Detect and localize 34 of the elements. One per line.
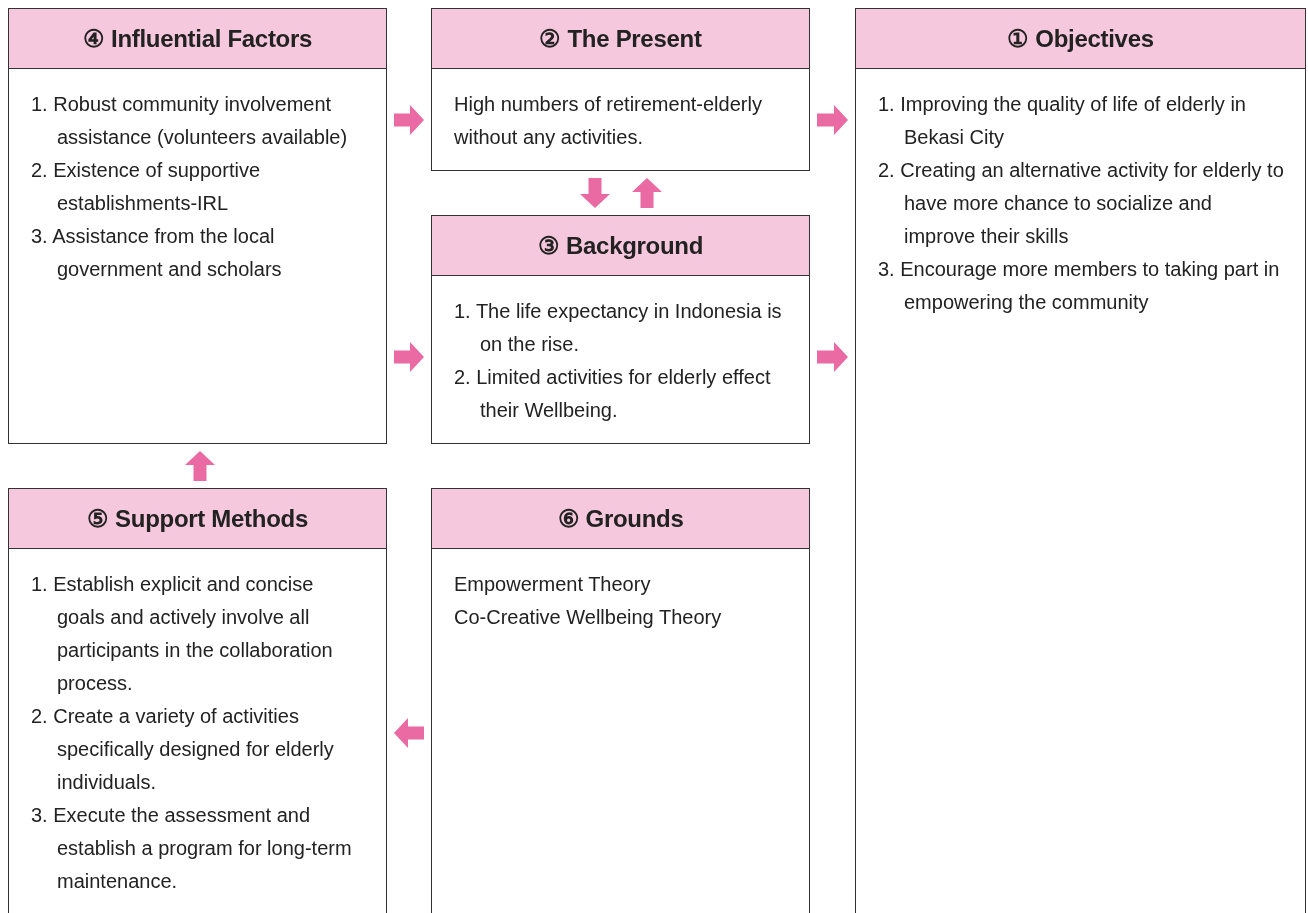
block-arrow	[817, 342, 848, 372]
block-arrow	[632, 178, 662, 208]
box-header: ⑥ Grounds	[432, 489, 809, 549]
box-header: ⑤ Support Methods	[9, 489, 386, 549]
list-item: 3. Execute the assessment and establish a program for long-term maintenance.	[31, 803, 353, 894]
content-box	[431, 215, 810, 444]
content-box	[431, 488, 810, 913]
block-arrow	[580, 178, 610, 208]
box-header: ③ Background	[432, 216, 809, 276]
block-arrow	[394, 342, 424, 372]
list-item: 3. Encourage more members to taking part in empowering the community	[878, 257, 1281, 315]
list-item: 2. Creating an alternative activity for elderly to have more chance to socialize and improve their skills	[878, 158, 1285, 249]
block-arrow	[817, 105, 848, 135]
list-item: 1. The life expectancy in Indonesia is on the rise.	[454, 299, 783, 357]
list-item: 3. Assistance from the local government and scholars	[31, 224, 283, 282]
list-item: 1. Robust community involvement assistance (volunteers available)	[31, 92, 349, 150]
list-item: 1. Improving the quality of life of elderly in Bekasi City	[878, 92, 1247, 150]
content-box	[8, 8, 387, 444]
list-item: 2. Limited activities for elderly effect their Wellbeing.	[454, 365, 772, 423]
box-header: ② The Present	[432, 9, 809, 69]
body-text: High numbers of retirement-elderly without any activities.	[454, 92, 763, 150]
box-header: ① Objectives	[856, 9, 1305, 69]
content-box	[431, 8, 810, 171]
box-header: ④ Influential Factors	[9, 9, 386, 69]
block-arrow	[394, 718, 424, 748]
list-item: 2. Existence of supportive establishments-IRL	[31, 158, 261, 216]
body-text: Co-Creative Wellbeing Theory	[454, 605, 723, 630]
list-item: 2. Create a variety of activities specifically designed for elderly individuals.	[31, 704, 335, 795]
content-box	[8, 488, 387, 913]
list-item: 1. Establish explicit and concise goals and actively involve all participants in the collaboration process.	[31, 572, 334, 696]
content-box	[855, 8, 1306, 913]
block-arrow	[185, 451, 215, 481]
body-text: Empowerment Theory	[454, 572, 652, 597]
block-arrow	[394, 105, 424, 135]
